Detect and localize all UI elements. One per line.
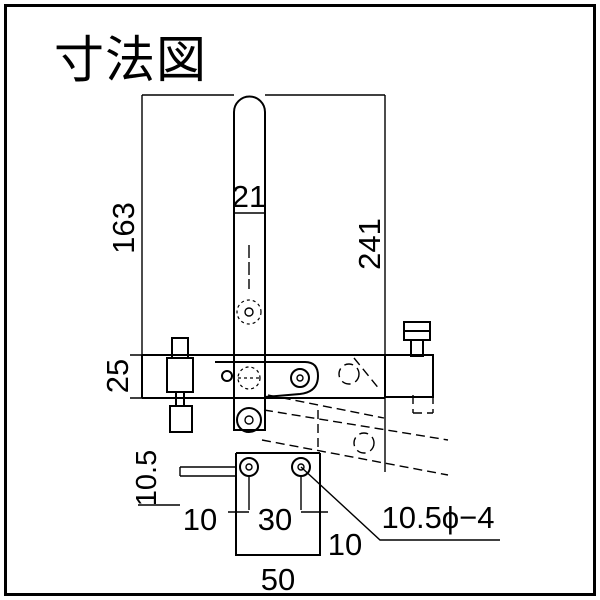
dim-hole-spec: 10.5ϕ−4 <box>381 500 494 535</box>
clamp-body <box>141 354 385 433</box>
dimension-leaders <box>138 466 500 541</box>
left-bolt <box>166 337 194 433</box>
handle-lever <box>233 95 266 431</box>
dim-left-margin: 10 <box>183 502 217 537</box>
dim-right-margin: 10 <box>328 527 362 562</box>
drawing-frame: 寸法図 <box>4 4 596 596</box>
dim-total-length: 241 <box>352 218 387 270</box>
dim-handle-width: 21 <box>232 179 266 214</box>
extension-lines <box>130 94 386 472</box>
dim-overall-height: 163 <box>106 202 141 254</box>
hidden-lines <box>261 357 449 476</box>
right-stop-bolt <box>384 321 434 398</box>
dim-hole-pitch: 30 <box>258 502 292 537</box>
dim-base-width: 50 <box>261 562 295 597</box>
drawing-title: 寸法図 <box>54 31 207 89</box>
base-plate <box>179 452 321 556</box>
dim-base-offset: 10.5 <box>131 450 163 506</box>
dim-body-height: 25 <box>100 359 135 393</box>
